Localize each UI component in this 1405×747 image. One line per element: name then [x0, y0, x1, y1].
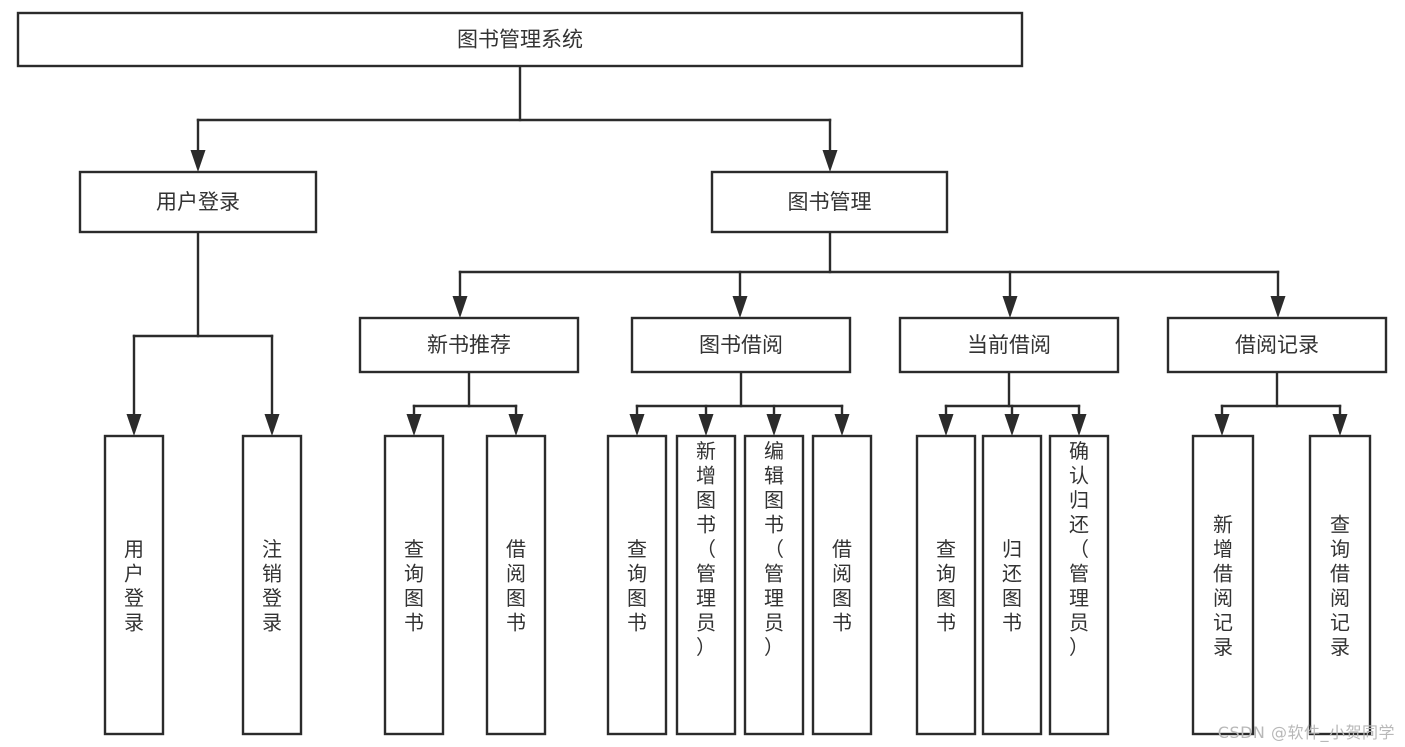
csdn-watermark: CSDN @软件_小贺同学 — [1217, 723, 1395, 742]
node-l3-借阅记录[interactable]: 借阅记录 — [1166, 316, 1388, 374]
node-leaf-12-查询借阅记录-box[interactable] — [1308, 434, 1372, 736]
node-leaf-6-编辑图书管理员-label: 编辑图书（管理员） — [764, 439, 784, 659]
node-leaf-9-归还图书-label: 归还图书 — [1002, 537, 1022, 635]
node-leaf-4-查询图书-label: 查询图书 — [627, 537, 647, 635]
node-leaf-5-新增图书管理员-label: 新增图书（管理员） — [696, 439, 716, 659]
node-leaf-0-用户登录-label: 用户登录 — [124, 537, 144, 635]
node-root-图书管理系统[interactable]: 图书管理系统 — [16, 11, 1024, 68]
node-leaf-3-借阅图书-box[interactable] — [485, 434, 547, 736]
arrow-head-icon-group-1-1 — [698, 414, 714, 436]
node-l3-图书借阅[interactable]: 图书借阅 — [630, 316, 852, 374]
arrow-head-icon-group-1-0 — [629, 414, 645, 436]
node-l2-图书管理[interactable]: 图书管理 — [710, 170, 949, 234]
arrow-head-icon-group-2-1 — [1004, 414, 1020, 436]
node-l3-新书推荐-label: 新书推荐 — [427, 333, 511, 357]
arrow-head-icon-root-0 — [190, 150, 206, 172]
node-l3-借阅记录-label: 借阅记录 — [1235, 333, 1319, 357]
node-leaf-2-查询图书-label: 查询图书 — [404, 537, 424, 635]
node-leaf-3-借阅图书-label: 借阅图书 — [506, 537, 526, 635]
node-leaf-1-注销登录-box[interactable] — [241, 434, 303, 736]
node-root-图书管理系统-label: 图书管理系统 — [457, 28, 583, 52]
node-leaf-5-新增图书管理员-box[interactable] — [675, 434, 737, 736]
node-leaf-2-查询图书-box[interactable] — [383, 434, 445, 736]
node-l3-新书推荐-box[interactable] — [358, 316, 580, 374]
node-leaf-1-注销登录-label: 注销登录 — [262, 537, 282, 635]
node-leaf-7-借阅图书[interactable]: 借阅图书 — [811, 434, 873, 736]
node-leaf-4-查询图书[interactable]: 查询图书 — [606, 434, 668, 736]
node-leaf-2-查询图书[interactable]: 查询图书 — [383, 434, 445, 736]
node-leaf-7-借阅图书-label: 借阅图书 — [832, 537, 852, 635]
arrow-head-icon-login-0 — [126, 414, 142, 436]
arrow-head-icon-group-0-1 — [508, 414, 524, 436]
arrow-head-icon-group-0-0 — [406, 414, 422, 436]
arrow-head-icon-group-3-0 — [1214, 414, 1230, 436]
node-l2-用户登录-label: 用户登录 — [156, 190, 240, 214]
node-leaf-9-归还图书[interactable]: 归还图书 — [981, 434, 1043, 736]
node-leaf-4-查询图书-box[interactable] — [606, 434, 668, 736]
arrow-head-icon-group-2-2 — [1071, 414, 1087, 436]
node-leaf-9-归还图书-box[interactable] — [981, 434, 1043, 736]
node-leaf-1-注销登录[interactable]: 注销登录 — [241, 434, 303, 736]
node-leaf-12-查询借阅记录[interactable]: 查询借阅记录 — [1308, 434, 1372, 736]
connector-layer — [126, 64, 1348, 436]
node-leaf-5-新增图书管理员[interactable]: 新增图书（管理员） — [675, 434, 737, 736]
node-l3-当前借阅[interactable]: 当前借阅 — [898, 316, 1120, 374]
node-leaf-8-查询图书-box[interactable] — [915, 434, 977, 736]
arrow-head-icon-group-1-2 — [766, 414, 782, 436]
node-leaf-6-编辑图书管理员[interactable]: 编辑图书（管理员） — [743, 434, 805, 736]
node-leaf-0-用户登录[interactable]: 用户登录 — [103, 434, 165, 736]
node-l3-借阅记录-box[interactable] — [1166, 316, 1388, 374]
arrow-head-icon-root-1 — [822, 150, 838, 172]
arrow-head-icon-books-2 — [1002, 296, 1018, 318]
node-l3-当前借阅-label: 当前借阅 — [967, 333, 1051, 357]
node-l3-当前借阅-box[interactable] — [898, 316, 1120, 374]
node-leaf-8-查询图书[interactable]: 查询图书 — [915, 434, 977, 736]
arrow-head-icon-books-0 — [452, 296, 468, 318]
node-l2-图书管理-box[interactable] — [710, 170, 949, 234]
node-leaf-7-借阅图书-box[interactable] — [811, 434, 873, 736]
node-layer: 图书管理系统用户登录图书管理新书推荐图书借阅当前借阅借阅记录用户登录注销登录查询… — [16, 11, 1388, 736]
node-leaf-10-确认归还管理员-label: 确认归还（管理员） — [1069, 439, 1089, 659]
node-leaf-11-新增借阅记录-label: 新增借阅记录 — [1213, 513, 1233, 660]
node-leaf-10-确认归还管理员[interactable]: 确认归还（管理员） — [1048, 434, 1110, 736]
node-l3-新书推荐[interactable]: 新书推荐 — [358, 316, 580, 374]
node-root-图书管理系统-box[interactable] — [16, 11, 1024, 68]
node-leaf-0-用户登录-box[interactable] — [103, 434, 165, 736]
node-l2-用户登录-box[interactable] — [78, 170, 318, 234]
node-leaf-8-查询图书-label: 查询图书 — [936, 537, 956, 635]
node-l2-用户登录[interactable]: 用户登录 — [78, 170, 318, 234]
node-leaf-3-借阅图书[interactable]: 借阅图书 — [485, 434, 547, 736]
node-leaf-10-确认归还管理员-box[interactable] — [1048, 434, 1110, 736]
arrow-head-icon-login-1 — [264, 414, 280, 436]
node-leaf-12-查询借阅记录-label: 查询借阅记录 — [1330, 513, 1350, 660]
node-leaf-11-新增借阅记录[interactable]: 新增借阅记录 — [1191, 434, 1255, 736]
arrow-head-icon-group-3-1 — [1332, 414, 1348, 436]
arrow-head-icon-group-1-3 — [834, 414, 850, 436]
node-l3-图书借阅-label: 图书借阅 — [699, 333, 783, 357]
arrow-head-icon-books-1 — [732, 296, 748, 318]
arrow-head-icon-books-3 — [1270, 296, 1286, 318]
arrow-head-icon-group-2-0 — [938, 414, 954, 436]
node-l2-图书管理-label: 图书管理 — [788, 190, 872, 214]
node-l3-图书借阅-box[interactable] — [630, 316, 852, 374]
node-leaf-11-新增借阅记录-box[interactable] — [1191, 434, 1255, 736]
node-leaf-6-编辑图书管理员-box[interactable] — [743, 434, 805, 736]
